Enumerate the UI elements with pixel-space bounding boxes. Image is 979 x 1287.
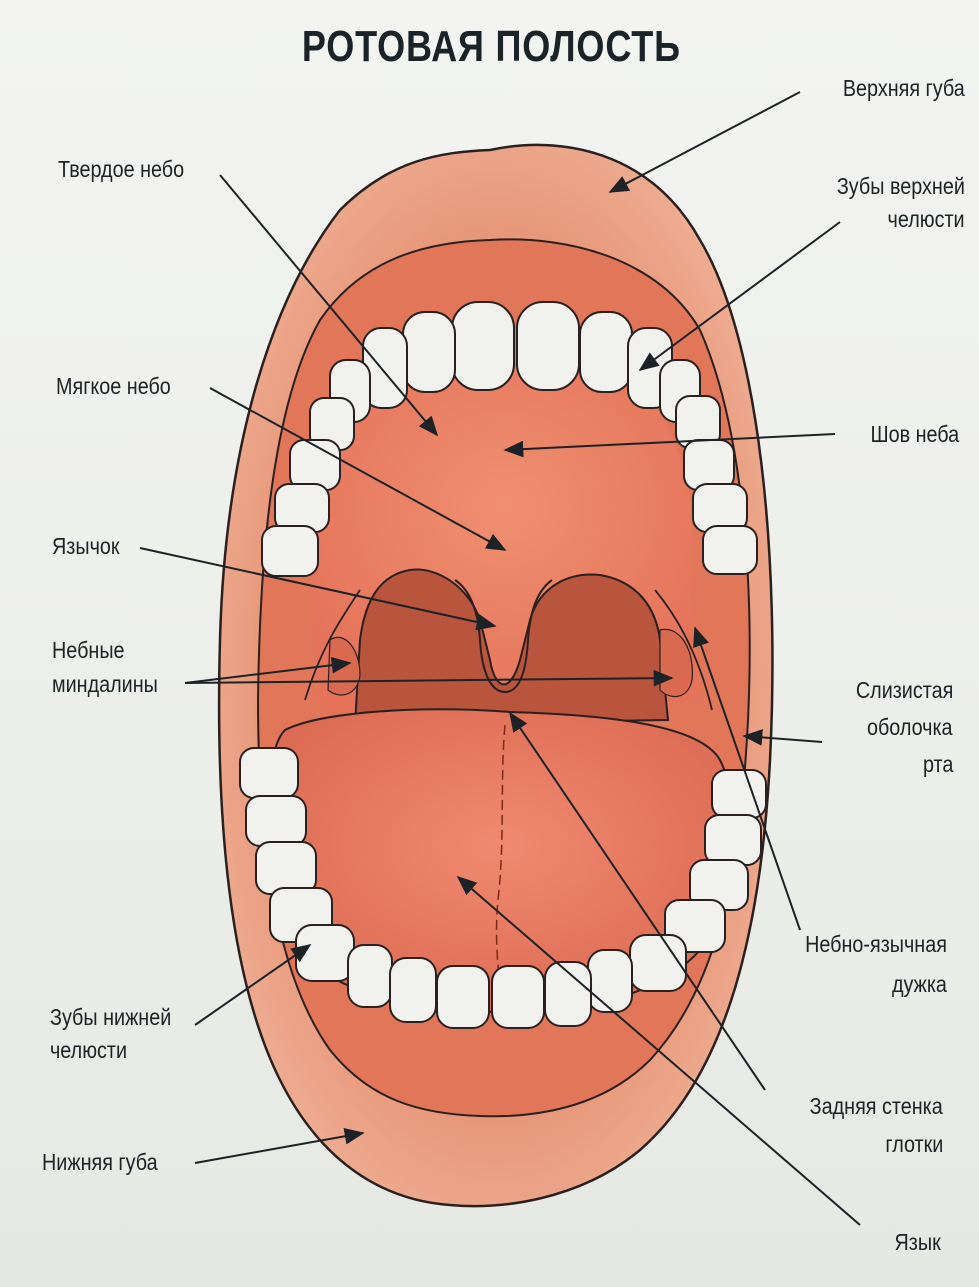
label-mucosa-line1: Слизистая xyxy=(856,676,953,706)
label-palatoglossal-line1: Небно-язычная xyxy=(805,930,947,960)
label-upper-teeth-line2: челюсти xyxy=(888,205,965,235)
label-soft-palate: Мягкое небо xyxy=(56,372,171,402)
label-upper-lip: Верхняя губа xyxy=(843,74,965,104)
label-lower-teeth-line1: Зубы нижней xyxy=(50,1003,171,1033)
label-tonsils-line2: миндалины xyxy=(52,670,158,700)
label-upper-teeth-line1: Зубы верхней xyxy=(837,172,965,202)
label-hard-palate: Твердое небо xyxy=(58,155,184,185)
label-uvula: Язычок xyxy=(52,532,120,562)
label-pharynx-wall-line1: Задняя стенка xyxy=(810,1092,943,1122)
label-mucosa-line2: оболочка xyxy=(867,713,953,743)
label-tongue: Язык xyxy=(895,1228,941,1258)
label-mucosa-line3: рта xyxy=(923,750,953,780)
label-palate-suture: Шов неба xyxy=(870,420,959,450)
label-tonsils-line1: Небные xyxy=(52,636,125,666)
label-lower-lip: Нижняя губа xyxy=(42,1148,158,1178)
label-pharynx-wall-line2: глотки xyxy=(885,1130,943,1160)
page-title: РОТОВАЯ ПОЛОСТЬ xyxy=(90,22,893,72)
label-palatoglossal-line2: дужка xyxy=(892,970,947,1000)
label-lower-teeth-line2: челюсти xyxy=(50,1036,127,1066)
